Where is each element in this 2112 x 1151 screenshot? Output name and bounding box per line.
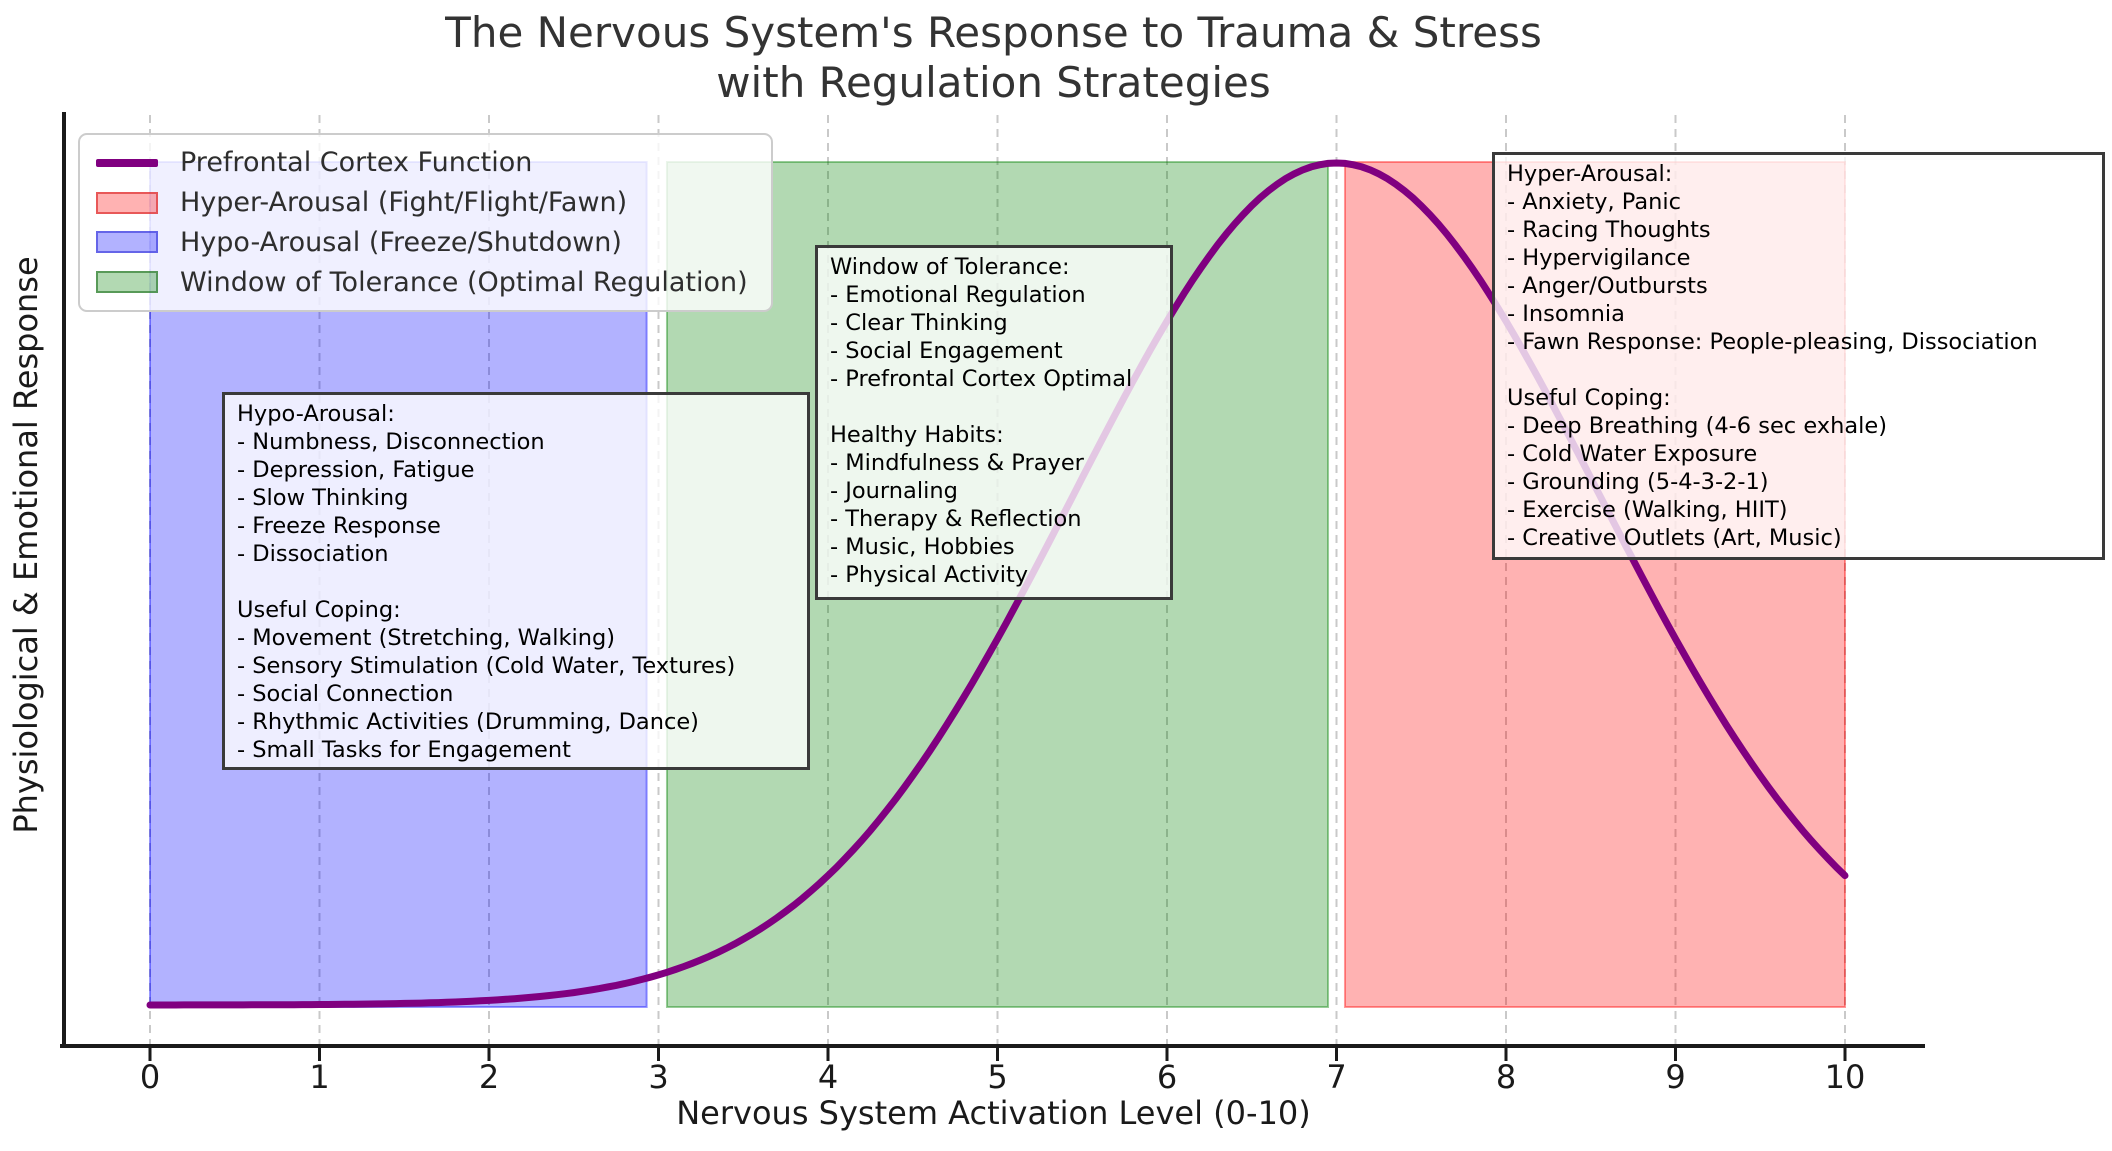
annotation-line: - Social Connection [237, 681, 454, 707]
annotation-line: - Rhythmic Activities (Drumming, Dance) [237, 709, 699, 735]
y-axis-label: Physiological & Emotional Response [7, 256, 45, 834]
legend-line-handle [96, 158, 158, 167]
chart-title-line1: The Nervous System's Response to Trauma … [445, 8, 1542, 57]
x-tick-label: 10 [1824, 1058, 1866, 1096]
legend-label: Prefrontal Cortex Function [180, 147, 533, 179]
legend-item: Prefrontal Cortex Function [80, 147, 771, 178]
x-tick-label: 3 [648, 1058, 669, 1096]
annotation-line [830, 393, 1158, 421]
legend-patch-handle [96, 271, 158, 294]
annotation-line: - Hypervigilance [1507, 245, 1691, 271]
legend-label: Hypo-Arousal (Freeze/Shutdown) [180, 226, 622, 258]
annotation-line: - Exercise (Walking, HIIT) [1507, 497, 1788, 523]
legend-label: Window of Tolerance (Optimal Regulation) [180, 266, 748, 298]
annotation-line: - Creative Outlets (Art, Music) [1507, 525, 1842, 551]
window-of-tolerance-annotation: Window of Tolerance:- Emotional Regulati… [815, 245, 1173, 600]
annotation-line: Useful Coping: [1507, 385, 1671, 411]
annotation-line: - Depression, Fatigue [237, 457, 475, 483]
annotation-line: - Movement (Stretching, Walking) [237, 625, 616, 651]
annotation-line: Hypo-Arousal: [237, 401, 395, 427]
annotation-line: - Sensory Stimulation (Cold Water, Textu… [237, 653, 736, 679]
annotation-line: - Music, Hobbies [830, 534, 1015, 560]
annotation-line: - Insomnia [1507, 301, 1625, 327]
annotation-line: - Anxiety, Panic [1507, 189, 1682, 215]
x-tick-label: 6 [1156, 1058, 1178, 1096]
annotation-line: - Journaling [830, 478, 958, 504]
legend-label: Hyper-Arousal (Fight/Flight/Fawn) [180, 187, 628, 219]
legend-patch-handle [96, 191, 158, 214]
hyper-arousal-annotation: Hyper-Arousal:- Anxiety, Panic- Racing T… [1492, 152, 2105, 560]
annotation-line: - Racing Thoughts [1507, 217, 1711, 243]
annotation-line: - Emotional Regulation [830, 282, 1086, 308]
legend-patch-handle [96, 231, 158, 254]
annotation-line: - Social Engagement [830, 338, 1063, 364]
annotation-line: - Prefrontal Cortex Optimal [830, 366, 1133, 392]
annotation-line: Healthy Habits: [830, 422, 1004, 448]
x-tick-label: 2 [478, 1058, 500, 1096]
annotation-line: Useful Coping: [237, 597, 401, 623]
chart-title-line2: with Regulation Strategies [716, 58, 1271, 107]
annotation-line: - Mindfulness & Prayer [830, 450, 1084, 476]
x-tick-label: 5 [987, 1058, 1008, 1096]
annotation-line: - Fawn Response: People-pleasing, Dissoc… [1507, 329, 2038, 355]
annotation-line: - Cold Water Exposure [1507, 441, 1758, 467]
annotation-line: - Numbness, Disconnection [237, 429, 545, 455]
x-tick-label: 4 [817, 1058, 839, 1096]
annotation-line [237, 568, 795, 596]
annotation-line: - Small Tasks for Engagement [237, 737, 571, 763]
legend-item: Window of Tolerance (Optimal Regulation) [80, 267, 771, 298]
annotation-line: - Anger/Outbursts [1507, 273, 1708, 299]
hypo-arousal-annotation: Hypo-Arousal:- Numbness, Disconnection- … [222, 392, 810, 770]
x-tick-label: 9 [1665, 1058, 1686, 1096]
x-tick-label: 7 [1326, 1058, 1347, 1096]
annotation-line: - Slow Thinking [237, 485, 409, 511]
annotation-line: - Dissociation [237, 541, 389, 567]
annotation-line: - Physical Activity [830, 562, 1029, 588]
annotation-line: - Deep Breathing (4-6 sec exhale) [1507, 413, 1888, 439]
annotation-line: Window of Tolerance: [830, 254, 1070, 280]
x-tick-label: 8 [1495, 1058, 1517, 1096]
legend-item: Hypo-Arousal (Freeze/Shutdown) [80, 227, 771, 258]
annotation-line: - Clear Thinking [830, 310, 1008, 336]
legend-item: Hyper-Arousal (Fight/Flight/Fawn) [80, 187, 771, 218]
chart-title: The Nervous System's Response to Trauma … [62, 8, 1925, 108]
annotation-line: - Freeze Response [237, 513, 441, 539]
annotation-line: - Therapy & Reflection [830, 506, 1082, 532]
annotation-line: Hyper-Arousal: [1507, 161, 1673, 187]
x-tick-label: 1 [309, 1058, 330, 1096]
x-axis-label: Nervous System Activation Level (0-10) [676, 1094, 1311, 1132]
annotation-line: - Grounding (5-4-3-2-1) [1507, 469, 1769, 495]
annotation-line [1507, 356, 2090, 384]
x-tick-label: 0 [139, 1058, 161, 1096]
